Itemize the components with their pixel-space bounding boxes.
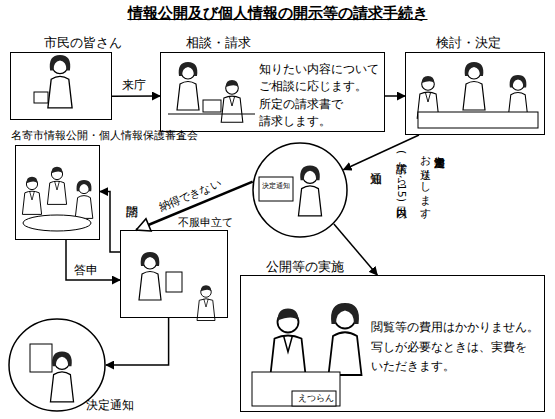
- notice-paper: [259, 177, 293, 201]
- man-figure: [197, 285, 215, 320]
- woman-figure: [48, 55, 72, 108]
- desk: [168, 113, 255, 114]
- note-text: (請求から 15日以内): [394, 150, 408, 212]
- appeal-panel: 不服申立て: [120, 230, 228, 318]
- citizen-panel: 市民の皆さん: [10, 52, 112, 120]
- desk-sign: [292, 391, 336, 406]
- flow-arrow: [100, 192, 120, 252]
- desk: [252, 372, 340, 406]
- panel-text: 閲覧等の費用はかかりません。 写しが必要なときは、実費を いただきます。: [371, 318, 541, 377]
- panel-heading: 相談・請求: [186, 35, 251, 51]
- woman-figure: [329, 303, 362, 375]
- panel-text: 知りたい内容について ご相談に応じます。 所定の請求書で 請求します。: [259, 61, 381, 130]
- man-figure: [270, 309, 306, 380]
- man-figure: [22, 177, 41, 215]
- disclosure-panel: 公開等の実施閲覧等の費用はかかりません。 写しが必要なときは、実費を いただきま…: [240, 275, 545, 412]
- flow-arrow: [385, 95, 405, 97]
- notice-circle: 決定通知: [252, 142, 348, 238]
- woman-figure: [463, 62, 485, 110]
- panel-heading: 検討・決定: [436, 35, 501, 51]
- panel-heading: 公開等の実施: [266, 259, 344, 275]
- woman-figure: [298, 166, 321, 216]
- edge-label: 来庁: [122, 78, 146, 93]
- man-figure: [221, 80, 243, 122]
- handbag: [34, 92, 48, 103]
- panel-heading: 名寄市情報公開・個人情報保護審査会: [11, 129, 198, 143]
- edge-label: 答申: [74, 263, 98, 278]
- desk: [418, 112, 538, 128]
- sign-text: えつらん: [298, 393, 334, 404]
- circle-outline: [9, 319, 105, 411]
- circle-outline: [8, 318, 106, 412]
- result-circle: 決定通知: [8, 318, 106, 412]
- flow-arrow: [106, 318, 169, 365]
- flow-arrow: [66, 240, 120, 280]
- request-panel: 相談・請求知りたい内容について ご相談に応じます。 所定の請求書で 請求します。: [160, 52, 385, 132]
- review-panel: 検討・決定: [405, 52, 545, 135]
- panel-heading: 不服申立て: [178, 216, 233, 230]
- appeal-paper: [166, 272, 182, 292]
- form-paper: [203, 100, 221, 112]
- result-paper: [30, 344, 52, 372]
- circle-caption: 決定通知: [86, 398, 134, 413]
- edge-label: 諮問: [124, 196, 139, 226]
- woman-figure: [139, 252, 161, 300]
- woman-figure: [50, 352, 73, 402]
- review-board-panel: 名寄市情報公開・個人情報保護審査会: [15, 145, 100, 240]
- document-label: 決定通知: [262, 182, 290, 191]
- man-figure: [47, 167, 66, 205]
- table: [23, 215, 91, 231]
- edge-label: 通知: [368, 163, 383, 193]
- woman-figure: [177, 62, 199, 110]
- circle-outline: [253, 143, 347, 237]
- note-text: 決定通知書を お送りします。: [418, 148, 446, 228]
- flow-arrow: [112, 95, 160, 97]
- woman-figure: [75, 180, 93, 218]
- diagram-title: 情報公開及び個人情報の開示等の請求手続き: [0, 4, 555, 23]
- panel-heading: 市民の皆さん: [44, 35, 122, 51]
- edge-label: 納得できない: [157, 177, 223, 215]
